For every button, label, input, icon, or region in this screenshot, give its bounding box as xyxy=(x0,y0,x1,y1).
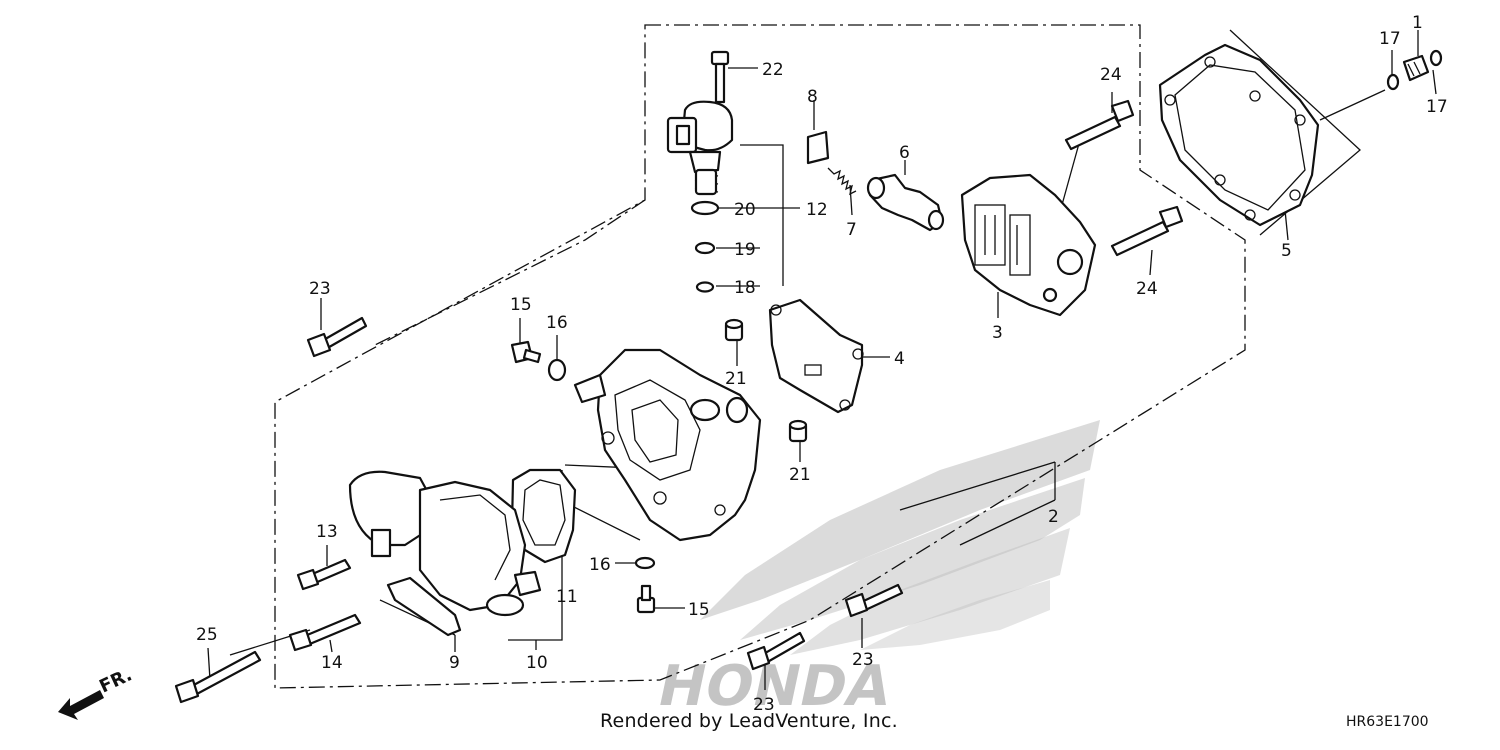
part-1-fitting xyxy=(1402,54,1430,82)
part-25-bolt xyxy=(174,650,262,704)
callout-24-upper: 24 xyxy=(1100,65,1122,85)
part-23-bolt-lower xyxy=(746,631,806,671)
part-8-filter xyxy=(806,130,830,165)
part-7-spring xyxy=(827,167,857,196)
callout-8: 8 xyxy=(807,87,818,107)
callout-18: 18 xyxy=(734,278,756,298)
callout-23-lower: 23 xyxy=(753,695,775,715)
callout-25: 25 xyxy=(196,625,218,645)
callout-15-upper: 15 xyxy=(510,295,532,315)
part-19-o-ring xyxy=(694,241,716,255)
diagram-code: HR63E1700 xyxy=(1346,714,1429,730)
part-6-spool xyxy=(866,173,945,232)
callout-7: 7 xyxy=(846,220,857,240)
callout-22: 22 xyxy=(762,60,784,80)
honda-wing-watermark: HONDA xyxy=(652,420,1100,719)
part-2-valve-body xyxy=(573,348,762,542)
part-10-solenoid-assembly xyxy=(348,470,542,617)
callout-19: 19 xyxy=(734,240,756,260)
callout-9: 9 xyxy=(449,653,460,673)
part-12-solenoid xyxy=(666,100,734,196)
part-17-washer-right xyxy=(1429,49,1443,67)
callout-23-upper: 23 xyxy=(309,279,331,299)
part-3-cover xyxy=(960,173,1097,317)
callout-24-lower: 24 xyxy=(1136,279,1158,299)
front-arrow-icon: FR. xyxy=(58,664,135,720)
part-5-gasket xyxy=(1158,43,1320,227)
callout-21-lower: 21 xyxy=(789,465,811,485)
part-14-bolt xyxy=(288,613,362,652)
upper-group-line xyxy=(374,199,646,346)
part-23-bolt-middle xyxy=(844,583,904,618)
part-24-bolt-lower xyxy=(1110,205,1184,257)
part-9-plate xyxy=(386,576,462,637)
front-marker: FR. xyxy=(96,664,135,697)
part-4-gasket xyxy=(768,298,864,414)
part-15-bolt-lower xyxy=(636,584,656,614)
callout-16-lower: 16 xyxy=(589,555,611,575)
part-21-dowel-upper xyxy=(724,318,744,342)
part-16-washer-upper xyxy=(547,358,567,382)
callout-23-middle: 23 xyxy=(852,650,874,670)
callout-17-right: 17 xyxy=(1426,97,1448,117)
callout-17-left: 17 xyxy=(1379,29,1401,49)
callout-14: 14 xyxy=(321,653,343,673)
part-23-bolt-upper xyxy=(306,316,368,358)
callout-labels: 1 2 3 4 5 6 7 8 9 10 11 12 13 14 15 15 1… xyxy=(196,13,1448,715)
part-17-washer-left xyxy=(1386,73,1400,91)
callout-12: 12 xyxy=(806,200,828,220)
part-18-o-ring xyxy=(695,281,715,293)
callout-4: 4 xyxy=(894,349,905,369)
part-16-washer-lower xyxy=(634,556,656,570)
callout-3: 3 xyxy=(992,323,1003,343)
callout-13: 13 xyxy=(316,522,338,542)
callout-15-lower: 15 xyxy=(688,600,710,620)
assembly-2-boundary xyxy=(274,24,1246,689)
callout-5: 5 xyxy=(1281,241,1292,261)
callout-11: 11 xyxy=(556,587,578,607)
callout-1: 1 xyxy=(1412,13,1423,33)
callout-2: 2 xyxy=(1048,507,1059,527)
part-24-bolt-upper xyxy=(1064,99,1135,151)
part-15-bolt-upper xyxy=(510,340,542,364)
callout-21-upper: 21 xyxy=(725,369,747,389)
part-22-bolt xyxy=(710,50,730,104)
callout-10: 10 xyxy=(526,653,548,673)
callout-16-upper: 16 xyxy=(546,313,568,333)
part-20-o-ring xyxy=(690,200,720,216)
callout-6: 6 xyxy=(899,143,910,163)
part-21-dowel-lower xyxy=(788,419,808,443)
callout-20: 20 xyxy=(734,200,756,220)
render-credit: Rendered by LeadVenture, Inc. xyxy=(600,710,898,732)
part-13-bolt xyxy=(296,558,352,591)
watermark-text: HONDA xyxy=(652,654,897,719)
